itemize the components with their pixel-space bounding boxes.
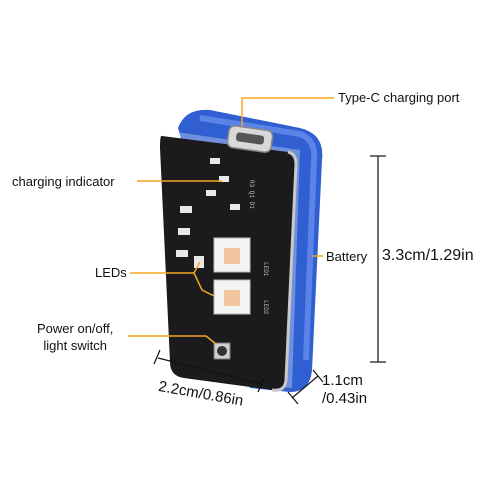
depth-line2: /0.43in bbox=[322, 390, 368, 407]
callout-line-type-c bbox=[241, 97, 334, 126]
svg-text:R3 Q1 D1: R3 Q1 D1 bbox=[248, 180, 255, 209]
charging-led bbox=[219, 176, 229, 182]
svg-text:LED1: LED1 bbox=[262, 262, 269, 277]
depth-dimension-label: 1.1cm /0.43in bbox=[322, 372, 367, 408]
callout-line-power bbox=[128, 335, 217, 345]
callout-lines bbox=[128, 97, 334, 345]
height-dimension-label: 3.3cm/1.29in bbox=[382, 247, 474, 264]
depth-line bbox=[291, 375, 319, 399]
depth-line1: 1.1cm bbox=[322, 372, 363, 389]
callout-line-leds-2 bbox=[193, 272, 215, 297]
power-callout-line1: Power on/off, bbox=[37, 321, 114, 336]
charging-indicator-callout-label: charging indicator bbox=[12, 174, 115, 189]
width-line bbox=[157, 357, 263, 385]
dimension-lines bbox=[153, 155, 386, 405]
pcb-edge bbox=[271, 150, 298, 392]
battery-callout-label: Battery bbox=[326, 249, 368, 264]
power-switch-callout-label: Power on/off, light switch bbox=[37, 320, 113, 354]
leds-callout-label: LEDs bbox=[95, 265, 127, 280]
battery-highlight bbox=[199, 115, 318, 361]
power-callout-line2: light switch bbox=[43, 338, 107, 353]
svg-text:LED2: LED2 bbox=[262, 300, 269, 315]
type-c-callout-label: Type-C charging port bbox=[338, 90, 460, 105]
